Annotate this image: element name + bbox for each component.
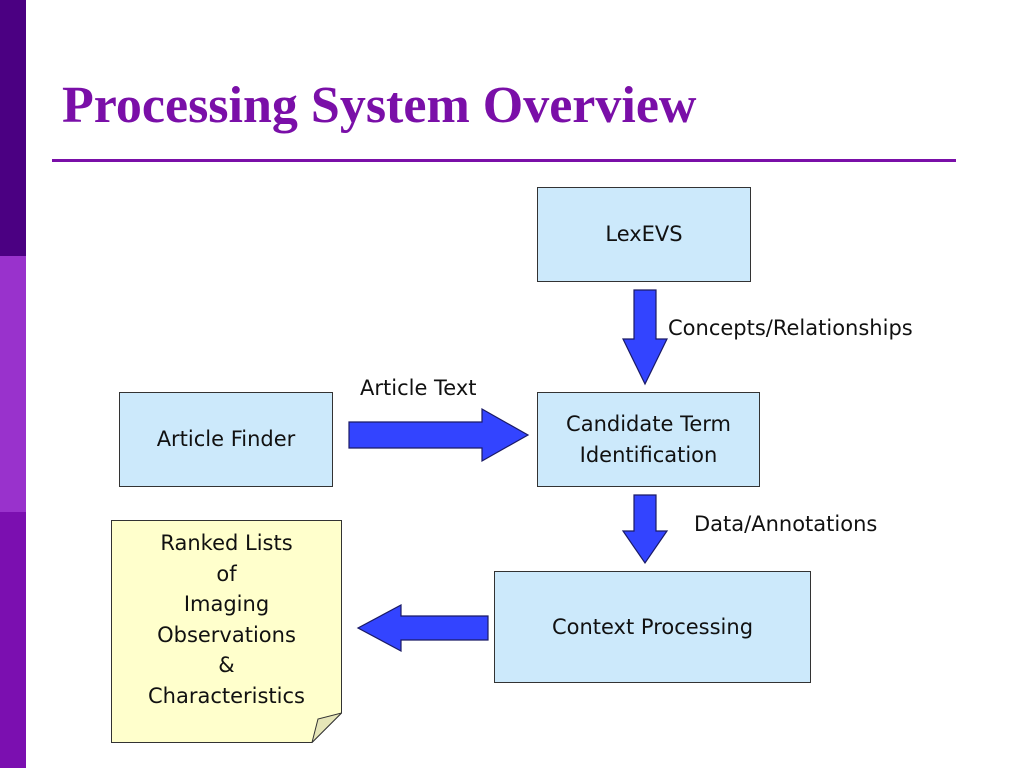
lexevs-box: LexEVS: [537, 187, 751, 282]
note-shape: [111, 520, 342, 743]
sidebar-decoration: [0, 0, 26, 768]
note-line-1: Ranked Lists: [160, 531, 293, 555]
article-finder-box: Article Finder: [119, 392, 333, 487]
lexevs-label: LexEVS: [605, 222, 683, 247]
title-underline: [52, 159, 956, 162]
slide-title: Processing System Overview: [62, 77, 697, 134]
arrow-candidate-to-context: [621, 494, 669, 565]
note-line-2: of: [216, 561, 237, 586]
context-processing-label: Context Processing: [551, 614, 754, 639]
arrow-lexevs-to-candidate: [622, 289, 668, 386]
data-annotations-label: Data/Annotations: [694, 512, 878, 536]
note-line-6: Characteristics: [147, 683, 305, 708]
note-line-4: Observations: [157, 622, 296, 647]
sidebar-band-top: [0, 0, 26, 256]
context-processing-box: Context Processing: [494, 571, 811, 683]
ranked-lists-note: Ranked Lists of Imaging Observations & C…: [111, 520, 342, 743]
article-text-label: Article Text: [360, 376, 477, 400]
ranked-lists-text: Ranked Lists of Imaging Observations & C…: [111, 528, 342, 711]
note-line-3: Imaging: [183, 592, 270, 616]
candidate-term-identification-label: Candidate Term Identification: [566, 412, 731, 467]
arrow-context-to-output: [356, 603, 489, 653]
sidebar-band-bottom: [0, 512, 26, 768]
candidate-term-identification-box: Candidate Term Identification: [537, 392, 760, 487]
arrow-finder-to-candidate: [348, 407, 530, 463]
sidebar-band-middle: [0, 256, 26, 512]
article-finder-label: Article Finder: [156, 427, 296, 452]
note-line-5: &: [218, 653, 235, 677]
concepts-relationships-label: Concepts/Relationships: [668, 316, 913, 340]
